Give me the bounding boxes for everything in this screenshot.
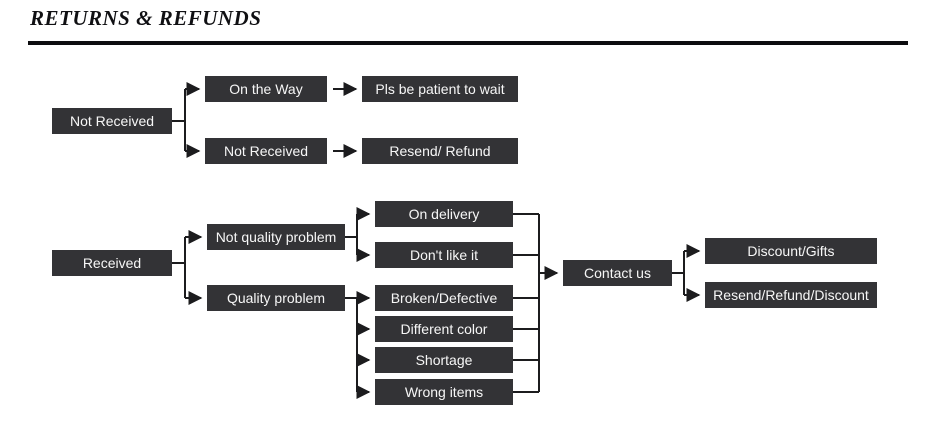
- page-title: RETURNS & REFUNDS: [30, 6, 262, 30]
- node-broken-defective: Broken/Defective: [375, 285, 513, 311]
- title-underline: [28, 41, 908, 45]
- node-on-delivery: On delivery: [375, 201, 513, 227]
- node-resend-refund-discount: Resend/Refund/Discount: [705, 282, 877, 308]
- node-on-the-way: On the Way: [205, 76, 327, 102]
- node-not-received-root: Not Received: [52, 108, 172, 134]
- node-wrong-items: Wrong items: [375, 379, 513, 405]
- node-contact-us: Contact us: [563, 260, 672, 286]
- node-quality-problem: Quality problem: [207, 285, 345, 311]
- node-pls-be-patient: Pls be patient to wait: [362, 76, 518, 102]
- node-dont-like-it: Don't like it: [375, 242, 513, 268]
- node-shortage: Shortage: [375, 347, 513, 373]
- node-not-received-sub: Not Received: [205, 138, 327, 164]
- node-resend-refund: Resend/ Refund: [362, 138, 518, 164]
- node-not-quality-problem: Not quality problem: [207, 224, 345, 250]
- node-discount-gifts: Discount/Gifts: [705, 238, 877, 264]
- node-received-root: Received: [52, 250, 172, 276]
- node-different-color: Different color: [375, 316, 513, 342]
